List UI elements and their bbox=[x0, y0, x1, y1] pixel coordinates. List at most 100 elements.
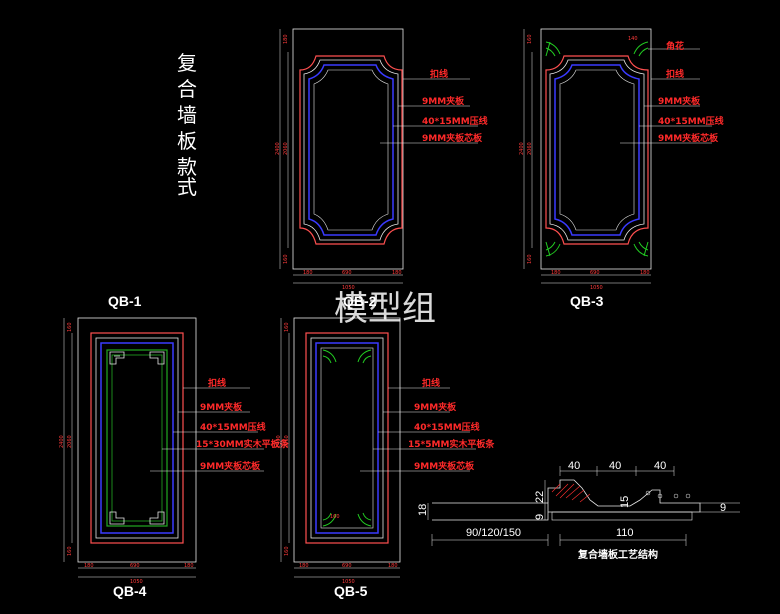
title-char: 复 bbox=[177, 51, 197, 75]
dim-inner-height: 2060 bbox=[527, 142, 533, 155]
section-caption: 复合墙板工艺结构 bbox=[577, 548, 658, 561]
dim-right: 180 bbox=[184, 563, 194, 569]
label-molding: 40*15MM压线 bbox=[658, 115, 724, 127]
dim-total-width: 1050 bbox=[342, 285, 355, 291]
dim-top: 160 bbox=[527, 34, 533, 44]
dim-left-a: 22 bbox=[534, 491, 546, 503]
label-trim: 扣线 bbox=[422, 377, 440, 389]
wood-strip-frame bbox=[106, 349, 168, 527]
inner-molding bbox=[315, 342, 379, 534]
title-char: 墙 bbox=[177, 103, 197, 127]
wood-strip-inner bbox=[111, 354, 163, 522]
dim-top-1: 40 bbox=[568, 460, 580, 472]
panel-name: QB-2 bbox=[343, 293, 377, 309]
panel-name: QB-3 bbox=[570, 293, 604, 309]
dim-total-width: 1050 bbox=[130, 579, 143, 585]
dim-right: 180 bbox=[640, 270, 650, 276]
label-core: 9MM夹板芯板 bbox=[414, 460, 475, 472]
section-detail: 40 40 40 22 9 18 15 9 90/120/150 110 复合墙… bbox=[417, 460, 740, 561]
corner-flower-icon bbox=[545, 41, 649, 257]
panel-qb4: 2400 2060 160 160 180 690 180 1050 扣线 9M… bbox=[59, 317, 290, 599]
dim-total-width: 1050 bbox=[590, 285, 603, 291]
dim-bottom: 160 bbox=[67, 546, 73, 556]
dim-corner: 160 bbox=[330, 514, 340, 520]
dim-left: 180 bbox=[551, 270, 561, 276]
dim-corner: 140 bbox=[628, 36, 638, 42]
panel-name-qb1: QB-1 bbox=[108, 293, 142, 309]
panel-outline bbox=[77, 317, 197, 563]
dim-top: 160 bbox=[67, 322, 73, 332]
mid-molding bbox=[549, 59, 645, 241]
dim-inner-width: 690 bbox=[130, 563, 140, 569]
dim-top-3: 40 bbox=[654, 460, 666, 472]
outer-molding bbox=[299, 55, 403, 245]
wood-strip bbox=[320, 347, 374, 529]
label-core: 9MM夹板芯板 bbox=[200, 460, 261, 472]
label-plywood: 9MM夹板 bbox=[422, 95, 465, 107]
panel-qb3: 2400 2060 160 160 180 690 180 1050 140 角… bbox=[519, 28, 724, 309]
label-molding: 40*15MM压线 bbox=[200, 421, 266, 433]
dim-right: 9 bbox=[720, 502, 726, 514]
label-core: 9MM夹板芯板 bbox=[658, 132, 719, 144]
label-wood-strip: 15*5MM实木平板条 bbox=[408, 438, 495, 450]
panel-outline bbox=[292, 28, 404, 270]
title-char: 板 bbox=[177, 129, 197, 153]
dim-inner-height: 2060 bbox=[283, 142, 289, 155]
label-molding: 40*15MM压线 bbox=[414, 421, 480, 433]
mid-molding bbox=[95, 337, 179, 539]
mid-molding bbox=[303, 59, 399, 241]
dim-total-height: 2400 bbox=[275, 142, 281, 155]
panel-qb5: 2400 2060 160 160 180 690 180 1050 160 扣… bbox=[276, 317, 495, 599]
title-char: 款 bbox=[177, 155, 197, 179]
label-core: 9MM夹板芯板 bbox=[422, 132, 483, 144]
label-corner-flower: 角花 bbox=[666, 40, 684, 52]
label-plywood: 9MM夹板 bbox=[414, 401, 457, 413]
dim-right: 180 bbox=[392, 270, 402, 276]
outer-molding bbox=[305, 332, 389, 544]
dim-total-height: 2400 bbox=[519, 142, 525, 155]
dim-left-c: 18 bbox=[417, 504, 429, 516]
core-board bbox=[559, 69, 635, 231]
dim-total-height: 2400 bbox=[276, 435, 282, 448]
label-plywood: 9MM夹板 bbox=[658, 95, 701, 107]
watermark: 模型组 bbox=[334, 289, 436, 329]
title-char: 式 bbox=[177, 175, 197, 199]
dim-inner-width: 690 bbox=[590, 270, 600, 276]
dim-left: 180 bbox=[84, 563, 94, 569]
dim-left-b: 9 bbox=[534, 514, 546, 520]
panel-name: QB-4 bbox=[113, 583, 147, 599]
title-char: 合 bbox=[177, 77, 197, 101]
panel-outline bbox=[540, 28, 652, 270]
dim-bottom: 160 bbox=[284, 546, 290, 556]
dim-top: 160 bbox=[284, 322, 290, 332]
base-board bbox=[432, 502, 549, 521]
dim-inner-height: 2060 bbox=[67, 435, 73, 448]
label-molding: 40*15MM压线 bbox=[422, 115, 488, 127]
dim-inner: 110 bbox=[616, 527, 634, 539]
label-trim: 扣线 bbox=[666, 68, 684, 80]
fret-corner-icon bbox=[109, 351, 165, 525]
label-trim: 扣线 bbox=[208, 377, 226, 389]
mid-molding bbox=[310, 337, 384, 539]
core-board bbox=[313, 69, 389, 231]
inner-molding bbox=[554, 64, 640, 236]
dim-inner-width: 690 bbox=[342, 270, 352, 276]
dim-top-2: 40 bbox=[609, 460, 621, 472]
inner-molding bbox=[100, 342, 174, 534]
dim-right: 180 bbox=[388, 563, 398, 569]
dim-total-width: 1050 bbox=[342, 579, 355, 585]
outer-molding bbox=[545, 55, 649, 245]
corner-flower-icon bbox=[322, 349, 372, 527]
panel-qb2: 2400 2060 180 160 180 690 180 1050 扣线 9M… bbox=[275, 28, 488, 309]
dim-top: 180 bbox=[283, 34, 289, 44]
dim-left: 180 bbox=[299, 563, 309, 569]
dim-bottom: 160 bbox=[527, 254, 533, 264]
dim-mid: 15 bbox=[619, 496, 631, 508]
panel-outline bbox=[293, 317, 401, 563]
dim-total-height: 2400 bbox=[59, 435, 65, 448]
dim-bottom: 160 bbox=[283, 254, 289, 264]
outer-molding bbox=[90, 332, 184, 544]
label-wood-strip: 15*30MM实木平板条 bbox=[196, 438, 290, 450]
panel-name: QB-5 bbox=[334, 583, 368, 599]
